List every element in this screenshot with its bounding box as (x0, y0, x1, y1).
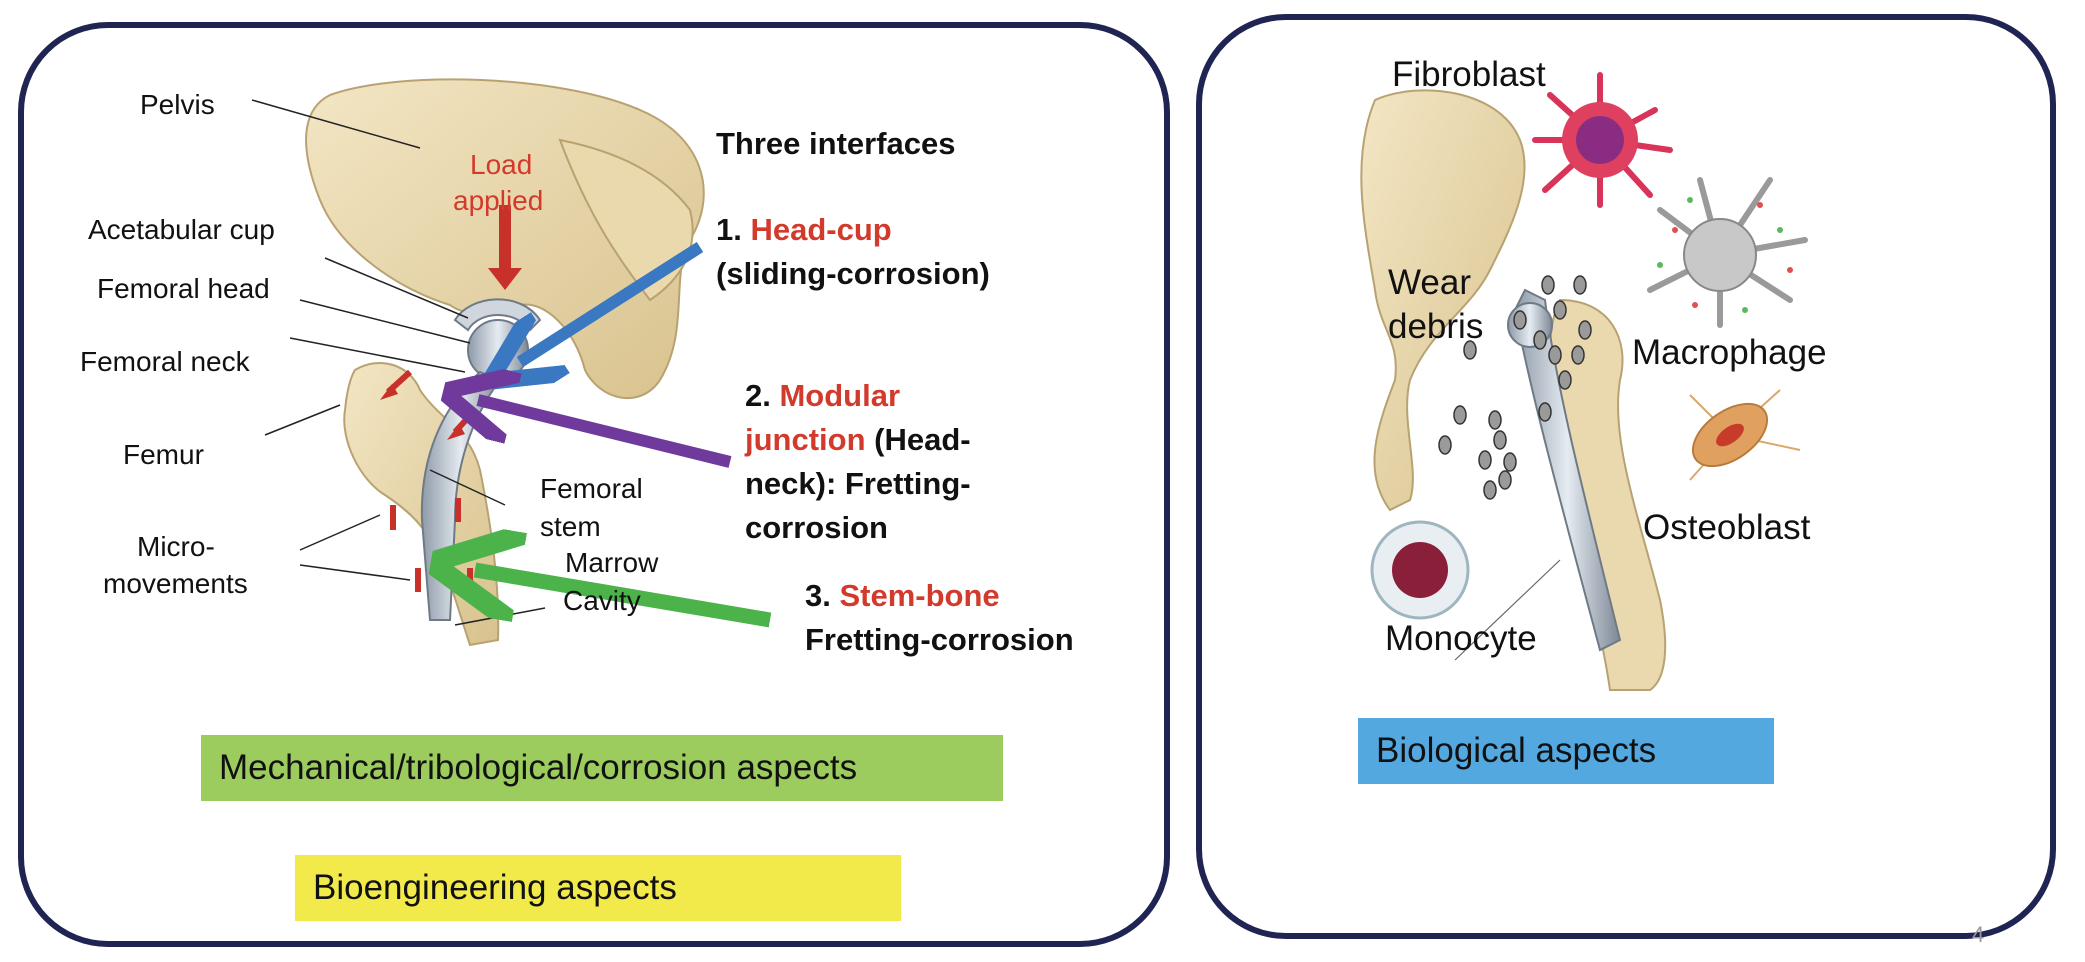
modular-term-line2: junction (745, 422, 866, 457)
biological-aspects-box: Biological aspects (1376, 731, 1657, 770)
femoral-head-ball (467, 319, 529, 381)
leader-lines (251, 99, 546, 626)
osteoblast-label: Osteoblast (1643, 508, 1811, 547)
modular-term-line1: Modular (779, 378, 901, 413)
bioengineering-aspects-box: Bioengineering aspects (313, 868, 677, 907)
wear-debris-particles (1438, 275, 1592, 500)
head-cup-arrow (520, 241, 704, 362)
pelvis-wing (558, 138, 694, 302)
interface-1: 1. Head-cup (sliding-corrosion) (716, 212, 990, 291)
micro-movements-label-line1: Micro- (137, 531, 215, 562)
mechanical-box-bg (201, 735, 1003, 801)
monocyte-cell (1370, 520, 1470, 620)
stem-bone-arrow (475, 570, 772, 628)
femoral-head-label: Femoral head (97, 273, 270, 304)
right-pelvis-bone (1360, 89, 1526, 512)
micro-movements-label-line2: movements (103, 568, 248, 599)
right-implant-stem (1513, 288, 1622, 652)
wear-debris-label-line2: debris (1388, 307, 1484, 346)
load-label-line1: Load (470, 149, 533, 180)
monocyte-leader (1454, 559, 1561, 661)
macrophage-label: Macrophage (1632, 333, 1827, 372)
load-arrow-head (488, 268, 522, 290)
wear-debris-label-line1: Wear (1388, 263, 1471, 302)
interface-3: 3. Stem-bone Fretting-corrosion (805, 578, 1074, 657)
fibroblast-label: Fibroblast (1392, 55, 1546, 94)
marrow-cavity-label-line2: Cavity (563, 585, 641, 616)
marrow-cavity-label-line1: Marrow (565, 547, 659, 578)
femoral-stem-label-line2: stem (540, 511, 601, 542)
interfaces-heading: Three interfaces (716, 126, 956, 161)
page-number: 4 (1972, 922, 1985, 947)
osteoblast-cell (1689, 389, 1801, 481)
head-cup-term: Head-cup (750, 212, 892, 247)
load-label-line2: applied (453, 185, 544, 216)
femoral-stem-label-line1: Femoral (540, 473, 643, 504)
monocyte-label: Monocyte (1385, 619, 1537, 658)
femur-label: Femur (123, 439, 204, 470)
femoral-neck-label: Femoral neck (80, 346, 250, 377)
macrophage-cell (1647, 177, 1808, 328)
acetabular-cup-label: Acetabular cup (88, 214, 275, 245)
stem-bone-term: Stem-bone (839, 578, 1000, 613)
modular-junction-arrow (478, 400, 732, 468)
biological-box-bg (1358, 718, 1774, 784)
mechanical-aspects-box: Mechanical/tribological/corrosion aspect… (219, 748, 858, 787)
pelvis-label: Pelvis (140, 89, 215, 120)
bioengineering-box-bg (295, 855, 901, 921)
interface-2: 2. Modular junction (Head- neck): Fretti… (745, 378, 971, 545)
fibroblast-cell (1532, 72, 1673, 208)
